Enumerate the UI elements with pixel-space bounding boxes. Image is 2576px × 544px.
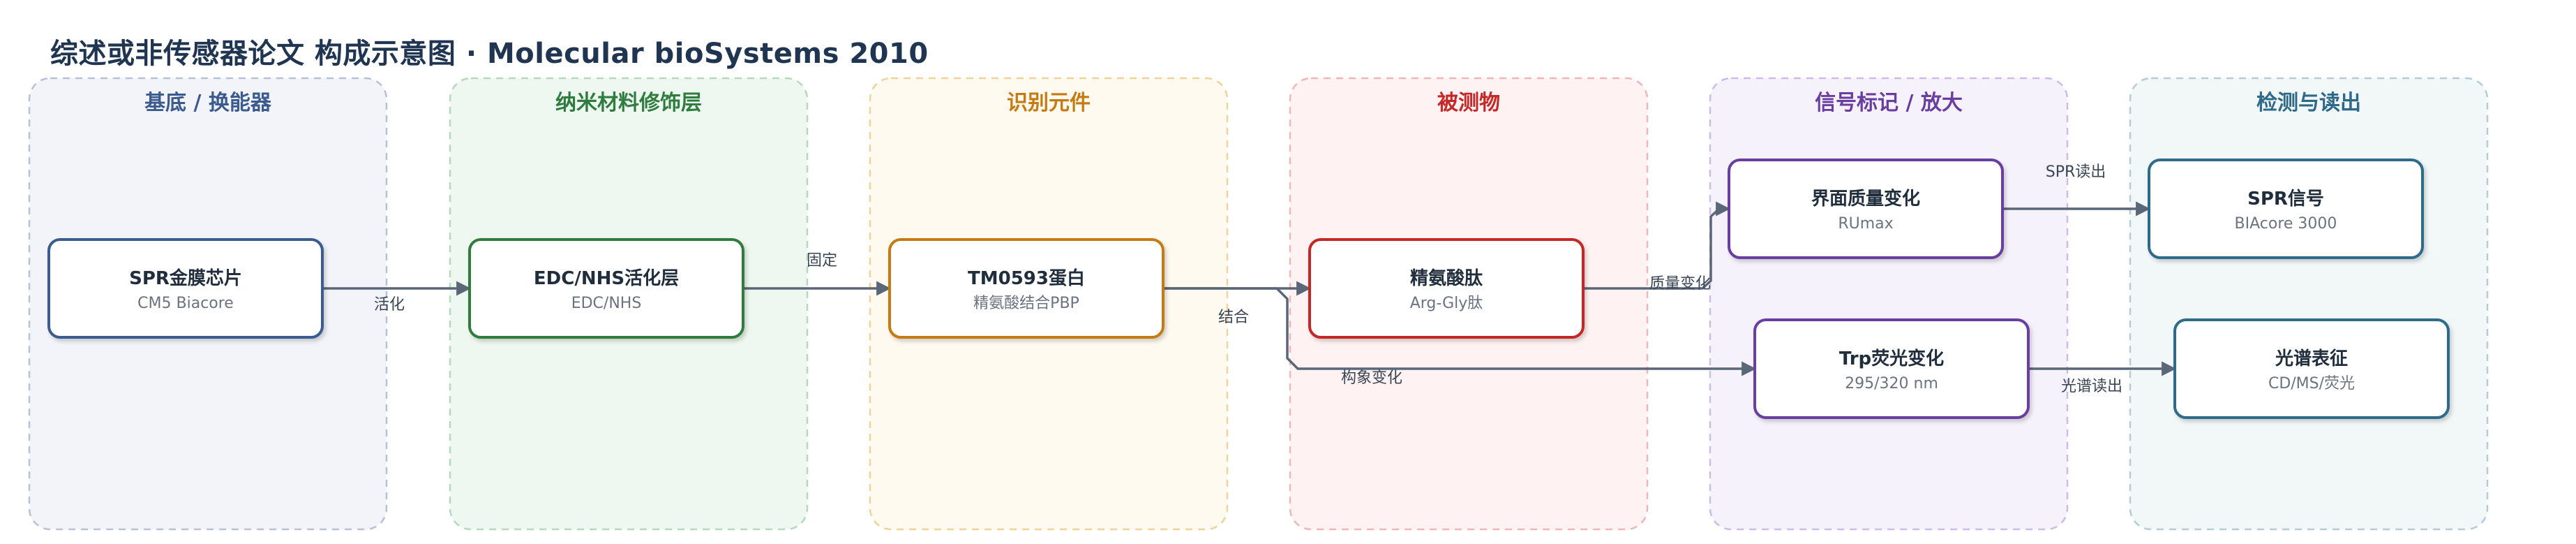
lane-title: 被测物 <box>1437 91 1500 115</box>
node-subtitle: CD/MS/荧光 <box>2268 375 2355 392</box>
page-title: 综述或非传感器论文 构成示意图 · Molecular bioSystems 2… <box>50 38 929 70</box>
node-spec[interactable]: 光谱表征 CD/MS/荧光 <box>2173 318 2450 419</box>
edge-label-trp-spec: 光谱读出 <box>2061 378 2122 395</box>
node-subtitle: CM5 Biacore <box>137 295 234 312</box>
node-title: 光谱表征 <box>2275 348 2348 369</box>
node-title: 界面质量变化 <box>1811 188 1920 209</box>
edge-label-chip-edc: 活化 <box>374 296 405 314</box>
node-title: 精氨酸肽 <box>1410 267 1483 289</box>
node-spr[interactable]: SPR信号 BIAcore 3000 <box>2148 159 2424 259</box>
edges-layer <box>322 201 2177 376</box>
node-box[interactable] <box>1728 159 2004 259</box>
node-peptide[interactable]: 精氨酸肽 Arg-Gly肽 <box>1308 238 1585 339</box>
edge-label-protein-peptide: 结合 <box>1218 309 1249 326</box>
lane-signal: 信号标记 / 放大 <box>1709 77 2069 531</box>
node-subtitle: 精氨酸结合PBP <box>973 295 1079 312</box>
node-trp[interactable]: Trp荧光变化 295/320 nm <box>1753 318 2030 419</box>
edge-protein-trp <box>1163 287 1757 376</box>
node-title: Trp荧光变化 <box>1839 348 1944 369</box>
node-title: TM0593蛋白 <box>968 267 1085 289</box>
node-subtitle: RUmax <box>1838 215 1893 233</box>
edge-label-mass-spr: SPR读出 <box>2046 163 2106 181</box>
node-mass[interactable]: 界面质量变化 RUmax <box>1728 159 2004 259</box>
node-edc[interactable]: EDC/NHS活化层 EDC/NHS <box>468 238 744 339</box>
node-chip[interactable]: SPR金膜芯片 CM5 Biacore <box>47 238 324 339</box>
edge-label-protein-trp: 构象变化 <box>1341 369 1402 387</box>
lane-title: 纳米材料修饰层 <box>555 91 702 115</box>
lane-readout: 检测与读出 <box>2129 77 2489 531</box>
node-box[interactable] <box>2148 159 2424 259</box>
node-box[interactable] <box>1753 318 2030 419</box>
lane-title: 信号标记 / 放大 <box>1815 91 1963 115</box>
nodes-layer: SPR金膜芯片 CM5 Biacore EDC/NHS活化层 EDC/NHS TM059… <box>47 159 2450 419</box>
node-subtitle: BIAcore 3000 <box>2235 215 2337 233</box>
edge-peptide-mass <box>1583 201 1731 290</box>
lane-title: 检测与读出 <box>2256 91 2361 115</box>
edge-label-edc-protein: 固定 <box>807 252 837 270</box>
lane-panel <box>1709 77 2069 531</box>
node-box[interactable] <box>2173 318 2450 419</box>
node-box[interactable] <box>888 238 1165 339</box>
node-box[interactable] <box>468 238 744 339</box>
node-subtitle: Arg-Gly肽 <box>1410 295 1483 312</box>
edge-label-peptide-mass: 质量变化 <box>1649 275 1711 293</box>
node-title: SPR信号 <box>2247 189 2324 209</box>
node-subtitle: 295/320 nm <box>1845 375 1938 392</box>
lane-panel <box>2129 77 2489 531</box>
lane-title: 基底 / 换能器 <box>144 91 272 115</box>
node-title: EDC/NHS活化层 <box>534 268 679 289</box>
node-title: SPR金膜芯片 <box>129 267 242 289</box>
node-box[interactable] <box>1308 238 1585 339</box>
node-subtitle: EDC/NHS <box>571 295 642 312</box>
lane-title: 识别元件 <box>1007 91 1091 115</box>
node-box[interactable] <box>47 238 324 339</box>
